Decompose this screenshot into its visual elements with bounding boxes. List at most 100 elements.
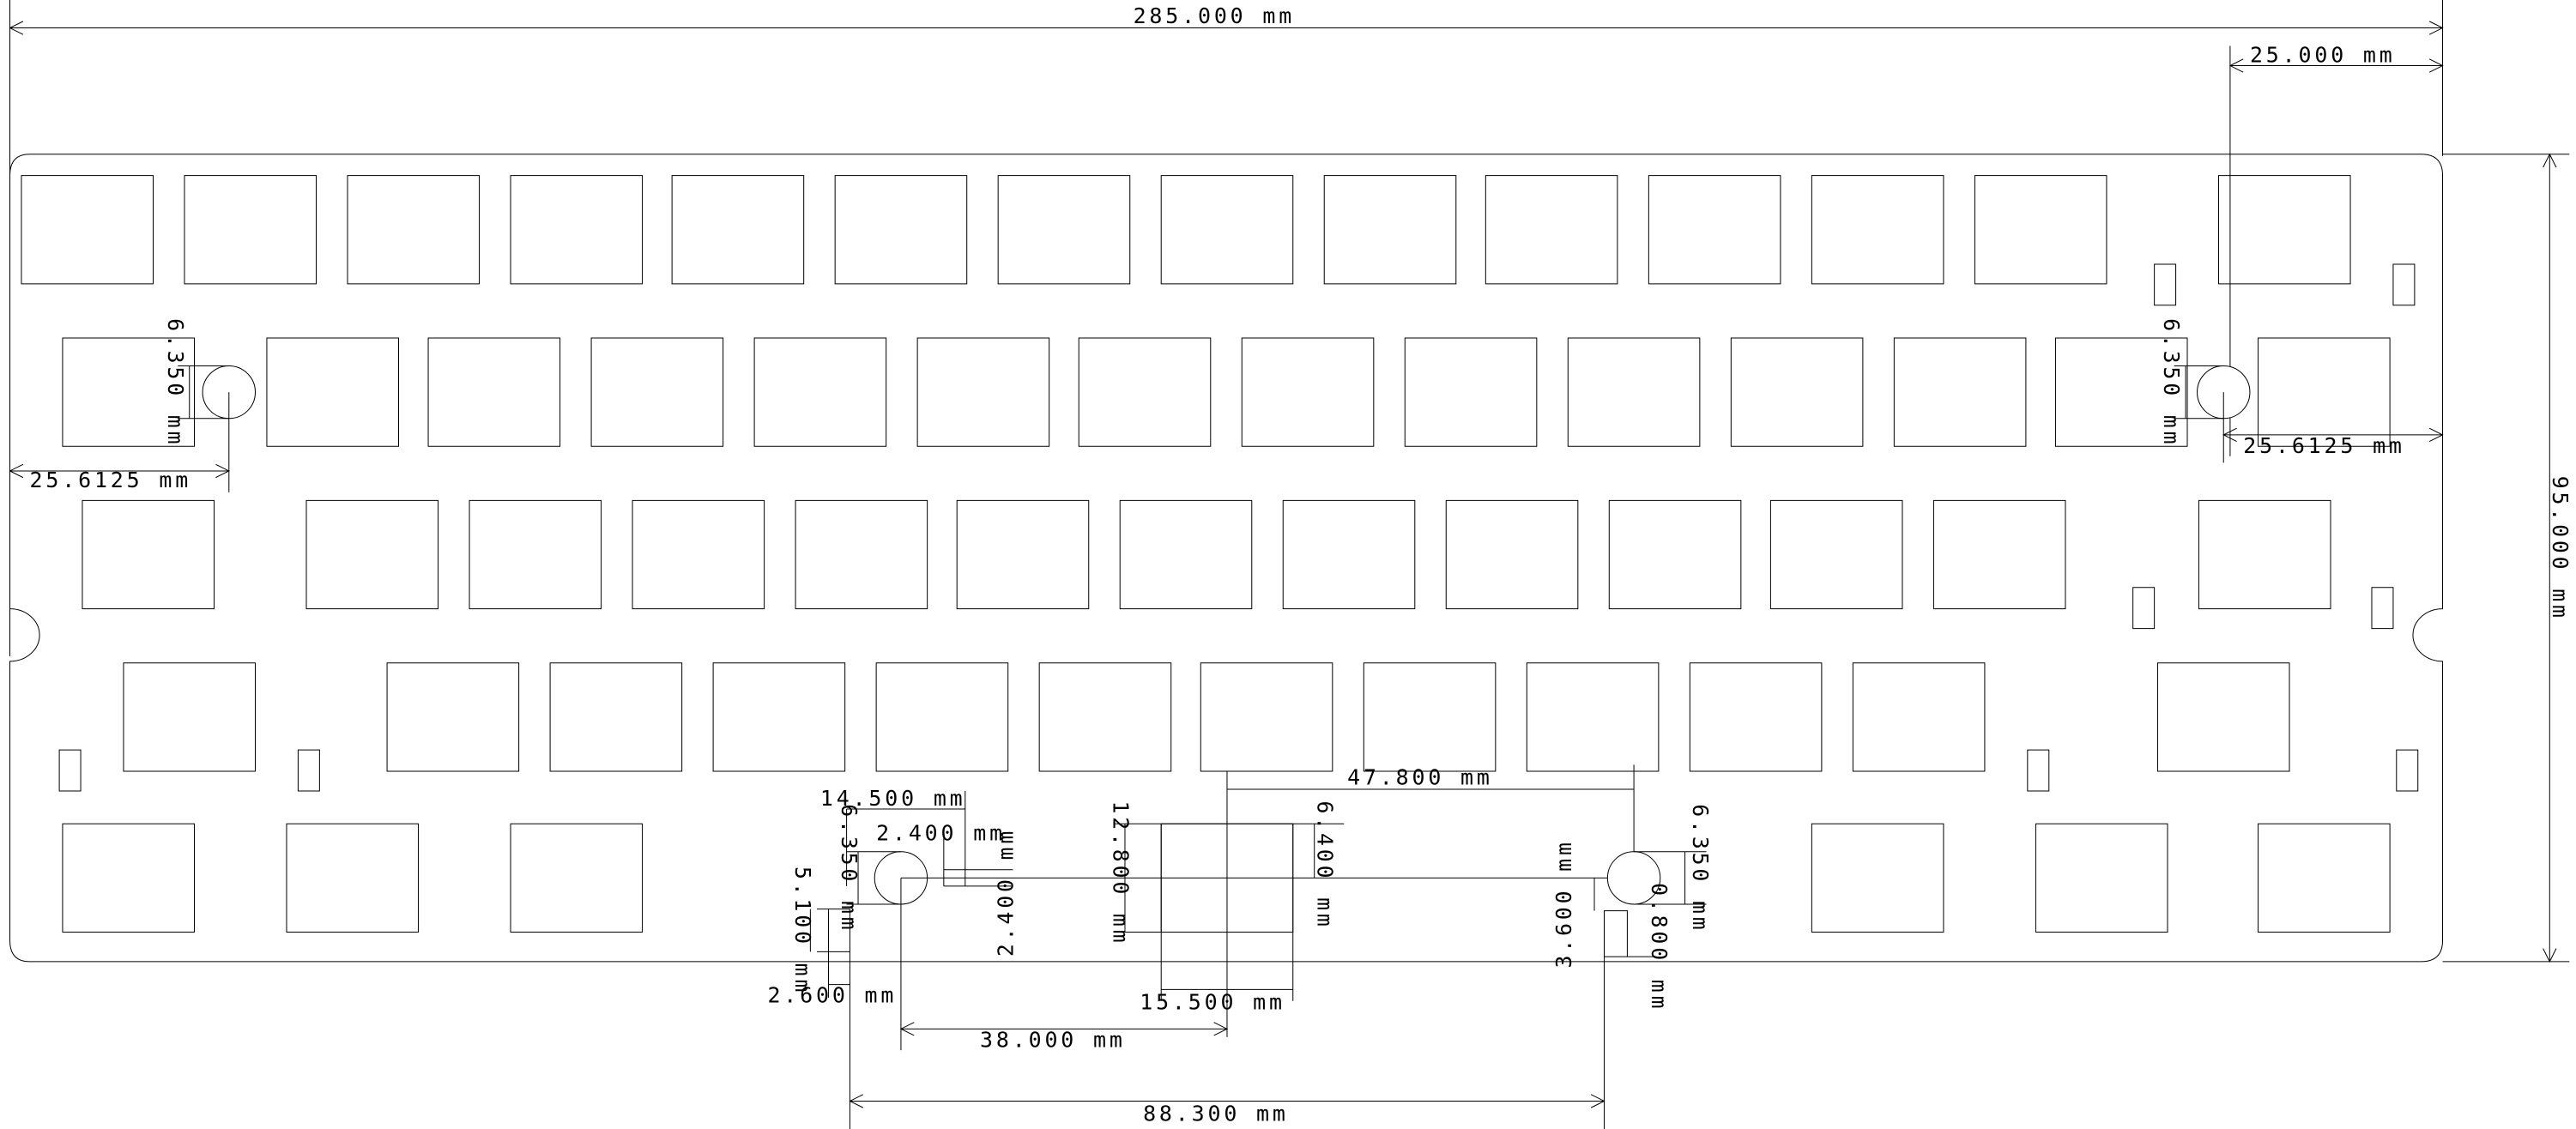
switch-cutout [1974,176,2107,284]
mounting-hole-bottom-left: 14.500 mm 2.400 mm 6.350 mm 5.100 mm 2.6… [767,786,1647,1129]
switch-cutout [1485,176,1618,284]
dim-label: 6.350 mm [163,318,188,447]
switch-cutout [1811,824,1944,932]
switch-cutout [63,338,195,446]
switch-cutout [1933,500,2065,608]
switch-cutout [63,824,195,932]
stabilizer-slots [59,264,2418,791]
dimension-overall-width: 285.000 mm [10,3,2443,34]
switch-cutout [2259,824,2391,932]
switch-cutout [511,824,643,932]
switch-cutout [511,176,643,284]
switch-cutout [917,338,1049,446]
switch-cutout [21,176,154,284]
switch-cutout [1731,338,1863,446]
mounting-hole-left: 6.350 mm 25.6125 mm [0,318,256,492]
switch-cutout [428,338,560,446]
switch-cutouts [21,176,2390,933]
switch-cutout [1079,338,1211,446]
stabilizer-slot [2372,588,2393,629]
switch-cutout [2198,500,2331,608]
dim-label: 285.000 mm [1134,3,1296,28]
stabilizer-slot [2028,750,2049,791]
switch-cutout [1039,663,1171,771]
dim-label: 6.350 mm [837,804,862,933]
dim-label: 88.300 mm [1143,1101,1289,1126]
switch-cutout [1283,500,1415,608]
dim-label: 95.000 mm [2548,476,2573,621]
switch-cutout [754,338,886,446]
switch-cutout [2218,176,2350,284]
switch-cutout [82,500,215,608]
switch-cutout [1648,176,1781,284]
dim-label: 2.600 mm [767,983,897,1008]
stabilizer-slot [2393,264,2415,305]
spacebar-dimensions: 12.800 mm 6.400 mm 15.500 mm 47.800 mm [1109,764,1635,1037]
switch-cutout [1120,500,1252,608]
switch-cutout [267,338,399,446]
switch-cutout [998,176,1130,284]
dim-label: 38.000 mm [980,1027,1126,1052]
switch-cutout [1609,500,1741,608]
dim-label: 0.800 mm [1647,883,1672,1011]
switch-cutout [469,500,602,608]
dimension-38: 38.000 mm [901,1023,1227,1052]
switch-cutout [1364,663,1496,771]
switch-cutout [1690,663,1822,771]
switch-cutout [957,500,1089,608]
switch-cutout [795,500,928,608]
switch-cutout [876,663,1008,771]
switch-cutout [1242,338,1374,446]
stabilizer-slot [2133,588,2155,629]
dim-label: 12.800 mm [1109,800,1134,945]
dim-label: 14.500 mm [820,786,966,811]
dim-label: 47.800 mm [1347,764,1493,789]
switch-cutout [287,824,419,932]
switch-cutout [184,176,317,284]
switch-cutout [1853,663,1985,771]
dim-label: 25.6125 mm [2243,433,2405,458]
dim-label: 3.600 mm [1551,839,1576,968]
dim-label: 2.400 mm [993,828,1018,957]
switch-cutout [1527,663,1659,771]
stabilizer-slot [2397,750,2418,791]
switch-cutout [1811,176,1944,284]
switch-cutout [1324,176,1456,284]
switch-cutout [1568,338,1700,446]
dimension-88-3: 88.300 mm [850,1095,1604,1126]
dim-label: 5.100 mm [790,866,815,995]
switch-cutout [306,500,438,608]
dim-label: 2.400 mm [876,820,1006,845]
switch-cutout [2055,338,2187,446]
switch-cutout [1405,338,1537,446]
switch-cutout [550,663,682,771]
dim-label: 15.500 mm [1140,989,1285,1014]
dim-label: 25.000 mm [2250,43,2396,68]
switch-cutout [2259,338,2391,446]
switch-cutout [835,176,967,284]
switch-cutout [591,338,723,446]
mounting-hole-right: 6.350 mm 25.6125 mm [2159,318,2442,462]
dimension-overall-height: 95.000 mm [2443,154,2573,962]
switch-cutout [1446,500,1578,608]
switch-cutout [2035,824,2168,932]
switch-cutout [1770,500,1902,608]
switch-cutout [1894,338,2026,446]
dim-label: 25.6125 mm [30,468,192,492]
dim-label: 6.350 mm [2159,318,2184,447]
stabilizer-slot [298,750,319,791]
mounting-hole-bottom-right: 3.600 mm 6.350 mm 0.800 mm [1551,804,1713,1129]
switch-cutout [632,500,765,608]
stabilizer-slot [59,750,81,791]
dim-label: 6.400 mm [1313,800,1338,929]
switch-cutout [348,176,480,284]
plate-outline [10,154,2443,962]
switch-cutout [387,663,519,771]
switch-cutout [1161,176,1293,284]
stabilizer-slot [2155,264,2176,305]
switch-cutout [124,663,256,771]
switch-cutout [672,176,804,284]
switch-cutout [1200,663,1333,771]
